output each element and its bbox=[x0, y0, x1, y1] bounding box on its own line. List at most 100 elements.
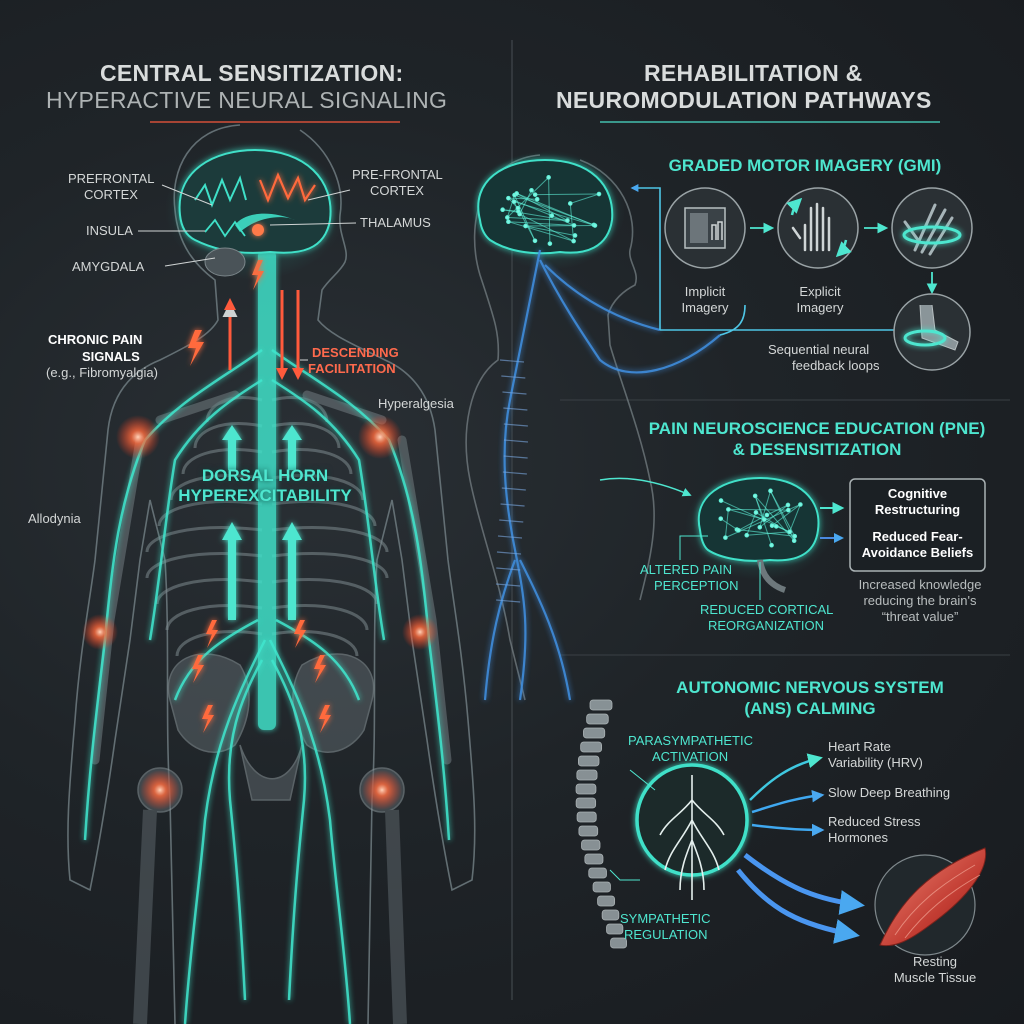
left-title-line2: HYPERACTIVE NEURAL SIGNALING bbox=[46, 87, 448, 113]
spine-segment bbox=[496, 551, 522, 555]
vertebra bbox=[578, 825, 599, 837]
neural-node bbox=[596, 191, 602, 197]
neural-node bbox=[769, 542, 774, 548]
right-title-line1: REHABILITATION & bbox=[644, 60, 863, 86]
label-prefrontal-right-1: PRE-FRONTAL bbox=[352, 167, 443, 182]
label-allodynia: Allodynia bbox=[28, 511, 81, 526]
vertebra bbox=[592, 881, 611, 893]
neural-link bbox=[736, 529, 795, 537]
spine-segment bbox=[502, 391, 527, 395]
vertebra bbox=[583, 727, 606, 739]
right-title-line2: NEUROMODULATION PATHWAYS bbox=[556, 87, 932, 113]
neural-link bbox=[776, 525, 790, 533]
neural-node bbox=[523, 223, 528, 229]
neural-node bbox=[718, 498, 724, 503]
neural-link bbox=[507, 216, 568, 221]
label-prefrontal-left-2: CORTEX bbox=[84, 187, 138, 202]
peripheral-nerves bbox=[83, 348, 451, 1024]
neural-node bbox=[567, 201, 573, 206]
pne-box-2: Restructuring bbox=[874, 502, 961, 517]
pne-box-1: Cognitive bbox=[887, 486, 948, 501]
gmi-loop-2: feedback loops bbox=[792, 358, 880, 373]
neural-link bbox=[525, 225, 595, 227]
neural-link bbox=[508, 221, 574, 242]
vertebra bbox=[575, 783, 597, 795]
neural-node bbox=[565, 218, 570, 223]
neural-link bbox=[516, 193, 568, 221]
hand-icon bbox=[777, 187, 859, 269]
neural-node bbox=[515, 209, 521, 214]
ans-stress-1: Reduced Stress bbox=[828, 814, 921, 829]
rib-left bbox=[145, 526, 263, 553]
right-brain bbox=[475, 150, 625, 270]
neural-link bbox=[551, 215, 575, 226]
neural-node bbox=[534, 196, 540, 202]
spine-segment bbox=[503, 407, 528, 411]
vertebra bbox=[584, 853, 604, 865]
spine-segment bbox=[496, 567, 521, 571]
vertebra bbox=[576, 769, 598, 781]
neural-node bbox=[592, 223, 598, 228]
pne-outcome-box bbox=[849, 478, 986, 572]
ans-stress-2: Hormones bbox=[828, 830, 888, 845]
neural-node bbox=[532, 238, 538, 244]
vertebra bbox=[576, 811, 597, 823]
ans-muscle-2: Muscle Tissue bbox=[893, 970, 977, 985]
ans-output-arrows bbox=[736, 753, 865, 944]
neural-link bbox=[570, 193, 600, 204]
label-insula: INSULA bbox=[86, 223, 133, 238]
spine-segment bbox=[503, 439, 529, 443]
neural-node bbox=[505, 215, 510, 220]
neural-node bbox=[572, 233, 578, 238]
pne-reduced-2: REORGANIZATION bbox=[708, 618, 825, 633]
rib-right bbox=[271, 578, 379, 605]
hand-xray-icon bbox=[891, 187, 973, 269]
neural-node bbox=[769, 523, 775, 528]
neural-node bbox=[764, 512, 770, 518]
neural-node bbox=[726, 507, 731, 512]
neural-node bbox=[787, 529, 792, 535]
gmi-feedback-arrows bbox=[630, 184, 900, 336]
ans-para-2: ACTIVATION bbox=[652, 749, 729, 764]
rib-left bbox=[165, 604, 263, 631]
foot-icon bbox=[893, 293, 971, 371]
label-descending-2: FACILITATION bbox=[308, 361, 396, 376]
neural-node bbox=[571, 223, 577, 228]
neural-link bbox=[506, 176, 549, 218]
gmi-implicit-2: Imagery bbox=[681, 300, 729, 315]
rib-left bbox=[145, 552, 263, 579]
neural-link bbox=[508, 221, 575, 226]
pne-brain bbox=[685, 470, 835, 593]
neural-node bbox=[506, 195, 511, 201]
neural-link bbox=[516, 193, 596, 227]
label-prefrontal-right-2: CORTEX bbox=[370, 183, 424, 198]
label-chronic-pain-2: SIGNALS bbox=[82, 349, 140, 364]
spine-segment bbox=[503, 423, 528, 427]
spine-segment bbox=[503, 455, 528, 459]
spine-segment bbox=[501, 375, 526, 379]
vertebra bbox=[606, 923, 624, 935]
rib-right bbox=[271, 474, 365, 501]
pne-reduced-1: REDUCED CORTICAL bbox=[700, 602, 834, 617]
neural-node bbox=[506, 219, 511, 224]
neural-link bbox=[724, 509, 729, 538]
neural-node bbox=[546, 175, 551, 180]
neural-node bbox=[753, 510, 759, 515]
red-arrowheads bbox=[224, 298, 304, 380]
neural-link bbox=[502, 209, 519, 212]
neural-node bbox=[549, 213, 555, 218]
gmi-explicit-2: Imagery bbox=[796, 300, 844, 315]
neural-link bbox=[766, 504, 789, 516]
rib-left bbox=[169, 474, 263, 501]
vertebra bbox=[581, 839, 601, 851]
neural-node bbox=[736, 528, 741, 533]
pne-arrow bbox=[599, 477, 692, 497]
label-prefrontal-left-1: PREFRONTAL bbox=[68, 171, 155, 186]
vertebra bbox=[601, 909, 620, 921]
vertebra bbox=[610, 937, 627, 949]
rib-left bbox=[157, 500, 263, 527]
neural-node bbox=[791, 538, 797, 544]
vagus-nerve-icon bbox=[635, 763, 749, 900]
neural-node bbox=[718, 516, 724, 521]
